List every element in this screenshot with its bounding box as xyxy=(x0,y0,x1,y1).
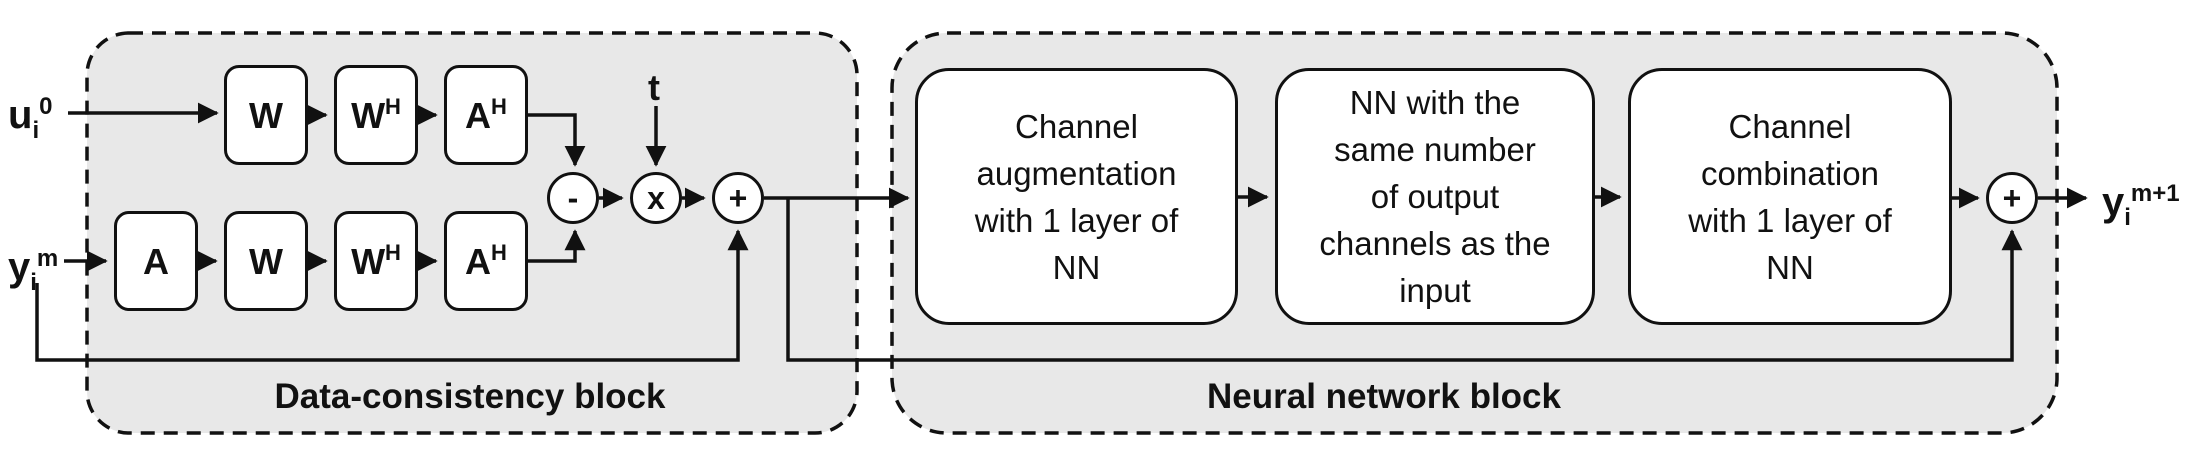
neural-network-block-label: Neural network block xyxy=(1207,377,1561,416)
nn-box3-line4: NN xyxy=(1766,248,1814,286)
matrix-box-wh-bottom: WH xyxy=(334,211,418,311)
input-y-label: yim xyxy=(8,245,59,296)
nn-box3-line3: with 1 layer of xyxy=(1688,201,1892,239)
threshold-t-label: t xyxy=(648,67,660,108)
nn-box2-line1: NN with the xyxy=(1349,84,1521,121)
data-consistency-block-label: Data-consistency block xyxy=(274,377,666,416)
matrix-box-w-bottom: W xyxy=(224,211,308,311)
nn-box2-line3: of output xyxy=(1370,178,1500,215)
nn-box3-line1: Channel xyxy=(1728,107,1852,145)
multiply-node: x xyxy=(630,172,682,224)
matrix-box-ah-bottom: AH xyxy=(444,211,528,311)
nn-box1-line3: with 1 layer of xyxy=(974,201,1179,239)
nn-box-same-channels: NN with the same number of output channe… xyxy=(1275,68,1595,325)
nn-box1-line4: NN xyxy=(1052,248,1101,286)
nn-box1-line1: Channel xyxy=(1015,107,1138,145)
matrix-box-wh-top: WH xyxy=(334,65,418,165)
input-u-label: ui0 xyxy=(8,93,53,144)
matrix-box-w-top: W xyxy=(224,65,308,165)
nn-box-channel-augmentation: Channel augmentation with 1 layer of NN xyxy=(915,68,1238,325)
subtract-node: - xyxy=(547,172,599,224)
nn-box2-line4: channels as the xyxy=(1319,225,1551,262)
nn-box1-line2: augmentation xyxy=(976,154,1177,192)
nn-box2-line2: same number xyxy=(1334,131,1536,168)
skip-line-to-final-add xyxy=(786,198,2023,362)
matrix-box-ah-top: AH xyxy=(444,65,528,165)
arrow-ah-bottom-to-subtract xyxy=(528,229,586,263)
nn-box2-line5: input xyxy=(1399,272,1471,309)
arrow-ah-top-to-subtract xyxy=(528,113,586,167)
nn-box-channel-combination: Channel combination with 1 layer of NN xyxy=(1628,68,1952,325)
nn-box3-line2: combination xyxy=(1701,154,1879,192)
add-node-dc: + xyxy=(712,172,764,224)
add-node-nn: + xyxy=(1986,172,2038,224)
skip-line-y-to-add xyxy=(35,229,749,362)
matrix-box-a-bottom: A xyxy=(114,211,198,311)
output-y-label: yim+1 xyxy=(2102,180,2180,231)
